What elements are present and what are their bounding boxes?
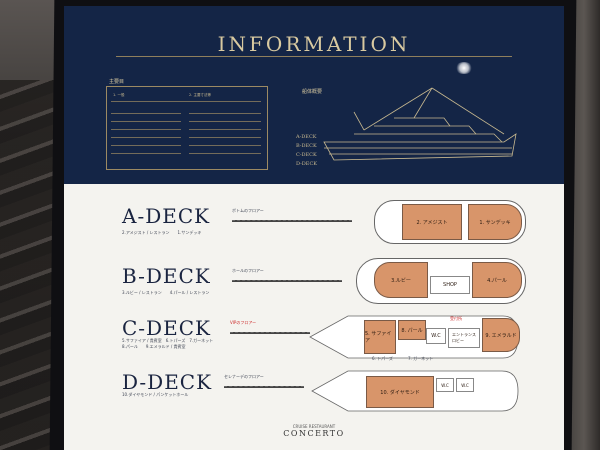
deck-c-caption: 5.サファイア / 貴賓室 6.トパーズ 7.ガーネット 8.パール 9.エメラ… bbox=[122, 338, 214, 349]
deck-a-subtitle: ボトムのフロアー bbox=[232, 208, 264, 213]
ship-heading: 船体概要 bbox=[302, 89, 323, 95]
deck-c-accent: 受付所 bbox=[450, 316, 462, 321]
deck-c-wc: W.C bbox=[426, 328, 446, 344]
title-rule bbox=[116, 56, 512, 57]
specs-row bbox=[111, 145, 181, 146]
deck-c-name: C-DECK bbox=[122, 316, 211, 340]
deck-c-room-emerald: 9. エメラルド bbox=[482, 318, 520, 352]
specs-row bbox=[111, 137, 181, 138]
specs-col2: 2. 主要寸法等 bbox=[189, 93, 211, 97]
side-deck-c: C-DECK bbox=[296, 152, 317, 158]
deck-b-name: B-DECK bbox=[122, 264, 211, 288]
deck-c-rule bbox=[230, 332, 310, 334]
logo-brand: CONCERTO bbox=[283, 429, 345, 438]
deck-d-wc-1: W.C bbox=[436, 378, 454, 392]
specs-heading: 主要目 bbox=[109, 79, 125, 85]
deck-c-room-pearl: 8. パール bbox=[398, 320, 426, 340]
information-board: INFORMATION 主要目 1. 一般 2. 主要寸法等 船体概要 bbox=[64, 6, 564, 450]
deck-d-subtitle: セレナーデのフロアー bbox=[224, 374, 264, 379]
deck-d-caption: 10.ダイヤモンド / パンケットホール bbox=[122, 392, 189, 397]
concerto-logo: CRUISE RESTAURANT CONCERTO bbox=[64, 424, 564, 438]
deck-c: C-DECK VIPのフロアー 5.サファイア / 貴賓室 6.トパーズ 7.ガ… bbox=[64, 306, 564, 366]
specs-rule bbox=[111, 101, 261, 102]
specs-row bbox=[189, 121, 261, 122]
specs-row bbox=[189, 137, 261, 138]
deck-c-room-topaz: 6. トパーズ bbox=[372, 356, 393, 361]
deck-b-rule bbox=[232, 280, 342, 282]
deck-a-name: A-DECK bbox=[122, 204, 211, 228]
side-deck-a: A-DECK bbox=[296, 134, 317, 140]
deck-b-room-ruby: 3.ルビー bbox=[374, 262, 428, 298]
specs-row bbox=[111, 113, 181, 114]
specs-row bbox=[189, 153, 261, 154]
board-header-panel: INFORMATION 主要目 1. 一般 2. 主要寸法等 船体概要 bbox=[64, 6, 564, 184]
specs-row bbox=[111, 129, 181, 130]
side-deck-d: D-DECK bbox=[296, 161, 318, 167]
deck-d-rule bbox=[224, 386, 304, 388]
deck-c-room-garnet: 7. ガーネット bbox=[408, 356, 434, 361]
specs-row bbox=[189, 129, 261, 130]
deck-a-rule bbox=[232, 220, 352, 222]
side-deck-b: B-DECK bbox=[296, 143, 317, 149]
deck-c-subtitle: VIPのフロアー bbox=[230, 320, 257, 325]
board-title: INFORMATION bbox=[217, 32, 411, 56]
logo-tagline: CRUISE RESTAURANT bbox=[292, 424, 336, 429]
ship-side-view bbox=[323, 87, 517, 161]
specs-row bbox=[189, 113, 261, 114]
specs-row bbox=[189, 145, 261, 146]
deck-b-subtitle: ホールのフロアー bbox=[232, 268, 264, 273]
deck-a: A-DECK ボトムのフロアー 2.アメジスト / レストラン 1.サンデッキ … bbox=[64, 192, 564, 252]
deck-b-caption: 3.ルビー / レストラン 4.パール / レストラン bbox=[122, 290, 210, 295]
deck-a-room-sundeck: 1. サンデッキ bbox=[468, 204, 522, 240]
specs-row bbox=[111, 153, 181, 154]
deck-b-room-pearl: 4.パール bbox=[472, 262, 522, 298]
deck-c-entrance-lobby: エントランス ロビー bbox=[448, 328, 480, 348]
light-reflection bbox=[455, 62, 473, 74]
deck-d: D-DECK セレナーデのフロアー 10.ダイヤモンド / パンケットホール 1… bbox=[64, 364, 564, 424]
deck-b: B-DECK ホールのフロアー 3.ルビー / レストラン 4.パール / レス… bbox=[64, 252, 564, 312]
specs-col1: 1. 一般 bbox=[113, 93, 125, 97]
deck-c-room-sapphire: 5. サファイア bbox=[364, 320, 396, 354]
deck-a-room-amethyst: 2. アメジスト bbox=[402, 204, 462, 240]
deck-d-name: D-DECK bbox=[122, 370, 213, 394]
deck-a-caption: 2.アメジスト / レストラン 1.サンデッキ bbox=[122, 230, 202, 235]
deck-b-shop: SHOP bbox=[430, 276, 470, 294]
deck-d-room-diamond: 10. ダイヤモンド bbox=[366, 376, 434, 408]
specs-row bbox=[111, 121, 181, 122]
deck-d-wc-2: W.C bbox=[456, 378, 474, 392]
specs-table: 主要目 1. 一般 2. 主要寸法等 bbox=[106, 79, 268, 170]
